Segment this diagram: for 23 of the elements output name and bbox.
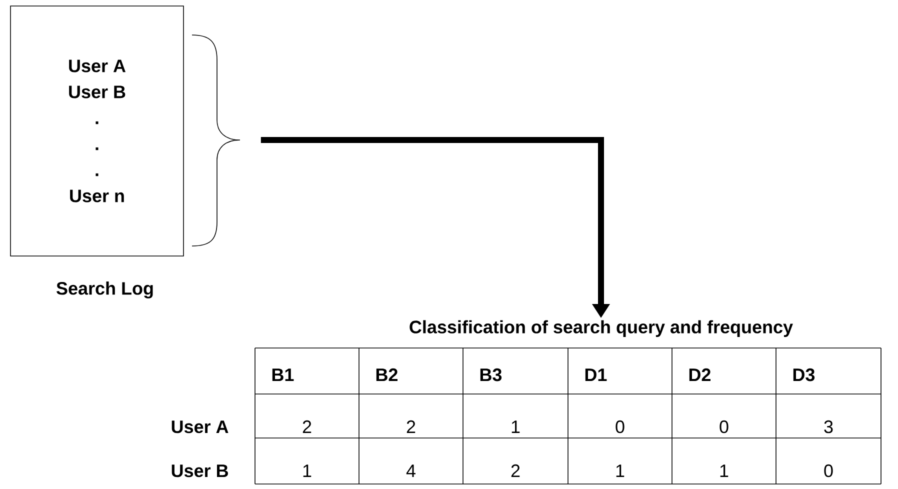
row-header: User B [172, 464, 228, 478]
table-cell: 4 [406, 464, 416, 477]
table-cell: 0 [824, 464, 833, 478]
node-label: Search Log [56, 282, 153, 298]
log-box: User A User B . . . User n [10, 6, 184, 256]
column-header: B3 [480, 368, 502, 382]
column-header: B2 [376, 368, 398, 381]
table-cell: 0 [616, 420, 624, 434]
table-cell: 1 [720, 464, 728, 477]
column-header: D1 [585, 368, 607, 381]
table-cell: 1 [303, 464, 312, 477]
table-cell: 1 [616, 464, 624, 477]
row-header: User A [172, 420, 228, 434]
table-cell: 2 [406, 420, 416, 433]
table-cell: 1 [512, 420, 520, 433]
table-heading: Classification of search query and frequency [410, 320, 793, 337]
table-cell: 2 [302, 420, 312, 433]
table-cell: 3 [824, 420, 833, 434]
column-header: B1 [272, 368, 294, 381]
table-cell: 2 [511, 464, 520, 477]
table-cell: 0 [720, 420, 728, 434]
column-header: D2 [689, 368, 710, 381]
column-header: D3 [793, 368, 815, 382]
